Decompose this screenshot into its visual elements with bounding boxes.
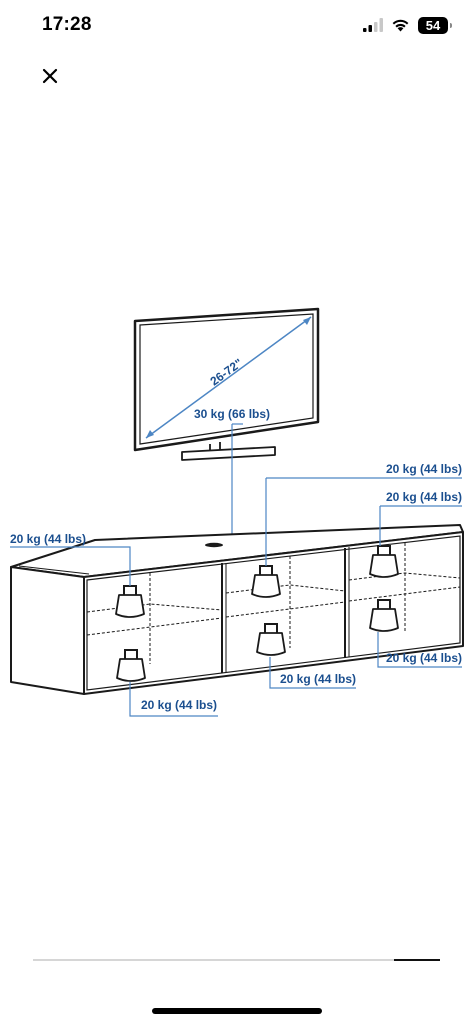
battery-level: 54 — [425, 17, 441, 33]
wifi-icon — [392, 19, 409, 32]
signal-icon — [363, 18, 383, 32]
close-icon — [42, 68, 58, 84]
battery-icon: 54 — [418, 16, 452, 34]
status-time: 17:28 — [42, 14, 92, 35]
load-label-right-top: 20 kg (44 lbs) — [386, 490, 462, 504]
tv-load-label: 30 kg (66 lbs) — [194, 407, 270, 421]
load-label-middle-bottom: 20 kg (44 lbs) — [280, 672, 356, 686]
tv-illustration: 26-72" — [133, 307, 320, 461]
load-label-left-bottom: 20 kg (44 lbs) — [141, 698, 217, 712]
load-label-left-top: 20 kg (44 lbs) — [10, 532, 86, 546]
gallery-scroll-thumb[interactable] — [394, 959, 440, 961]
load-label-right-bottom: 20 kg (44 lbs) — [386, 651, 462, 665]
status-bar: 17:28 54 — [0, 0, 474, 54]
status-icons: 54 — [363, 15, 452, 35]
tv-bench-illustration — [10, 524, 464, 695]
load-label-middle-top: 20 kg (44 lbs) — [386, 462, 462, 476]
load-diagram: 26-72" 30 kg (66 lbs) — [10, 307, 464, 717]
close-button[interactable] — [36, 62, 64, 90]
home-indicator[interactable] — [152, 1008, 322, 1014]
gallery-scroll-track[interactable] — [33, 959, 440, 961]
